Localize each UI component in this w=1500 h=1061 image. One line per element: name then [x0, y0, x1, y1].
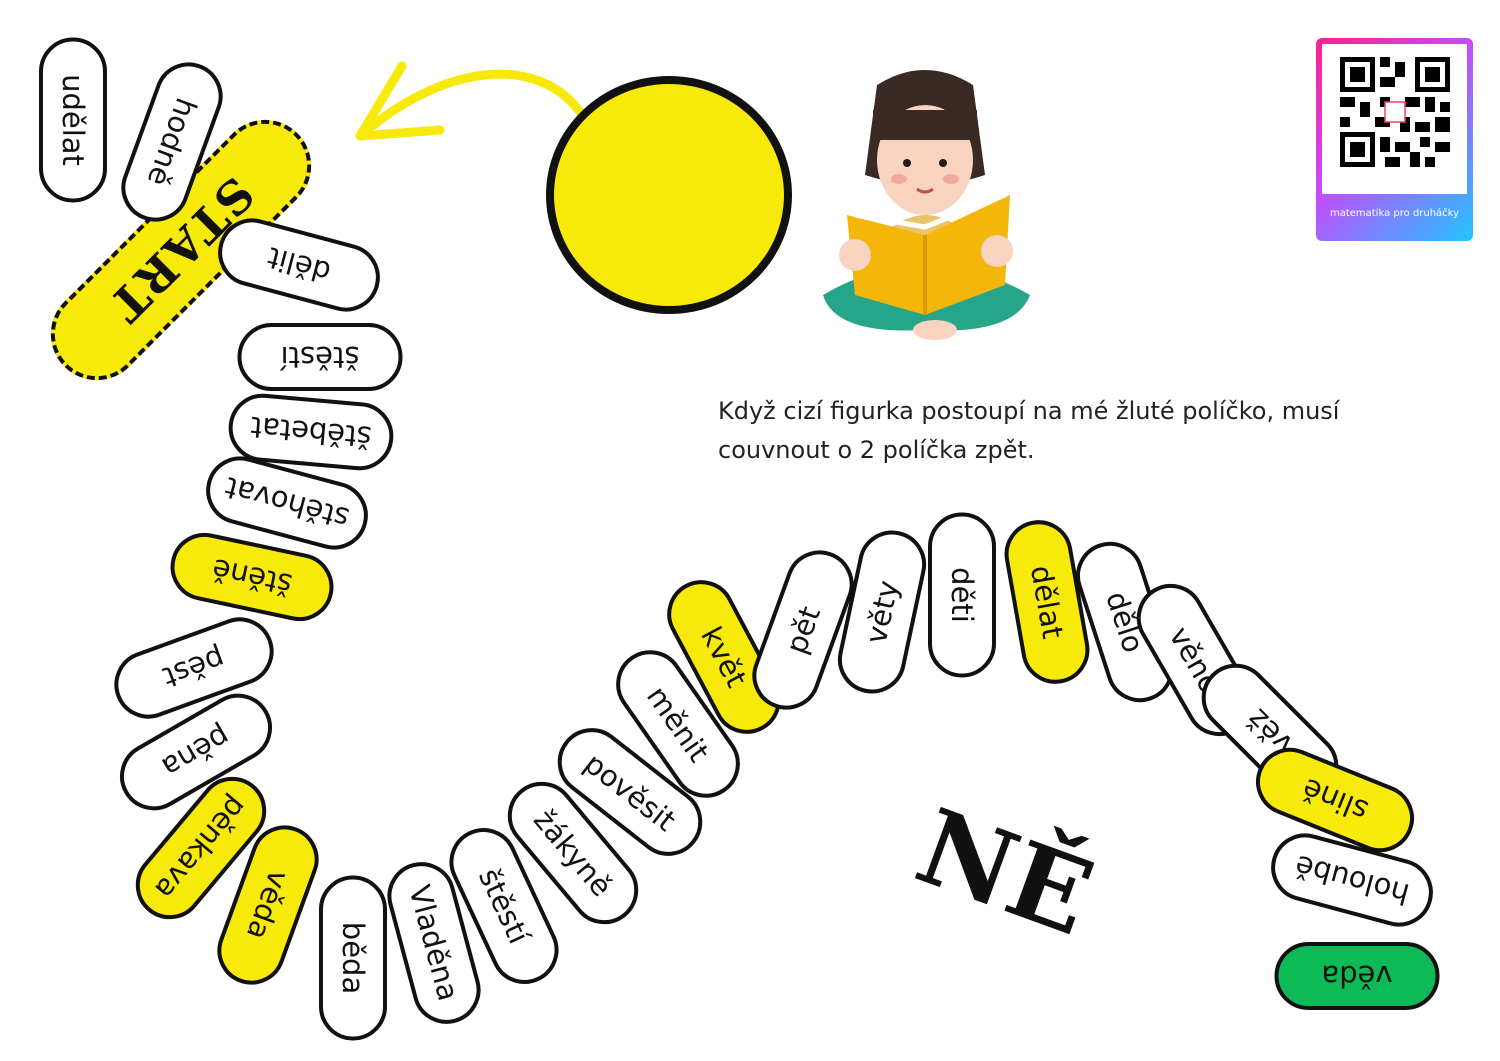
tile-word: věda: [239, 865, 297, 945]
tile-word: štěstí: [471, 863, 537, 949]
qr-caption: matematika pro druháčky: [1329, 208, 1460, 219]
tile-word: dělit: [263, 240, 335, 290]
rule-text: Když cizí figurka postoupí na mé žluté p…: [718, 397, 1340, 464]
tile-word: štěstí: [280, 340, 360, 374]
tile-word: štěně: [209, 551, 295, 603]
tile-word: štěbetat: [249, 409, 373, 455]
tile-word: dělat: [1023, 562, 1071, 642]
board-tile[interactable]: věda: [1274, 942, 1440, 1010]
tile-word: stěhovat: [221, 470, 353, 536]
tile-word: pěna: [156, 719, 236, 785]
qr-card[interactable]: matematika pro druháčky: [1316, 38, 1473, 241]
tile-word: děti: [945, 567, 979, 623]
tile-word: udělat: [56, 74, 90, 166]
tile-word: pět: [778, 601, 828, 659]
tile-word: hodně: [140, 93, 204, 191]
tile-word: květ: [694, 621, 754, 693]
tile-word: věda: [1321, 959, 1393, 993]
tile-word: věty: [858, 577, 906, 647]
tile-word: slině: [1297, 771, 1373, 829]
board-tile[interactable]: běda: [319, 875, 387, 1041]
tile-word: Vladěna: [402, 881, 466, 1005]
board-tile[interactable]: udělat: [39, 37, 107, 203]
board-tile[interactable]: štěstí: [237, 323, 403, 391]
reading-girl-icon: [823, 70, 1030, 340]
board-tile[interactable]: děti: [928, 512, 996, 678]
qr-code-area: [1322, 44, 1467, 194]
tile-word: holoubě: [1291, 848, 1413, 912]
token-circle[interactable]: [546, 76, 792, 314]
qr-code-icon: [1340, 57, 1450, 167]
tile-word: pěst: [158, 641, 230, 695]
tile-word: běda: [336, 921, 370, 995]
